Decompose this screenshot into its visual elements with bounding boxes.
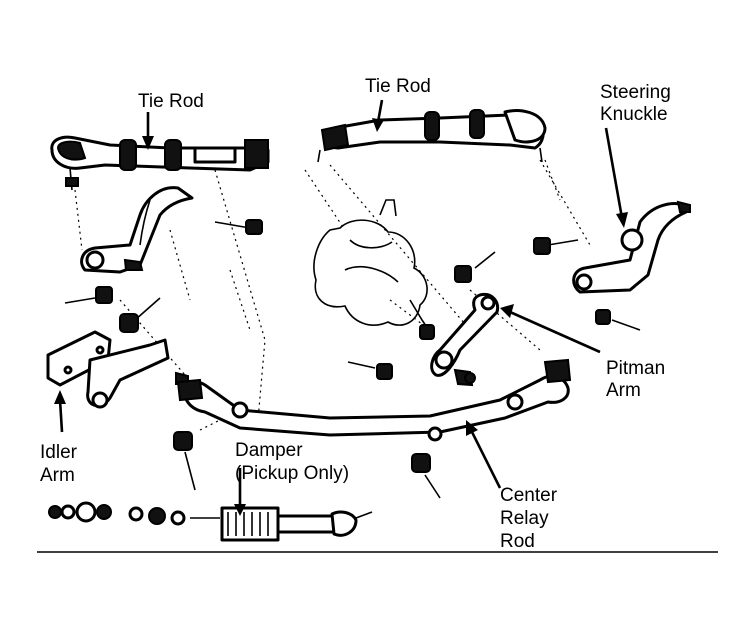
idler-arm [46, 330, 189, 409]
steering-knuckle-left [80, 186, 194, 274]
damper [190, 506, 373, 542]
label-damper-line1: Damper [235, 440, 303, 461]
label-steering-knuckle-line1: Steering [600, 82, 671, 103]
hardware-washers-bottom [48, 501, 186, 526]
label-center-relay-rod-line3: Rod [500, 531, 535, 552]
tie-rod-right [317, 109, 547, 163]
label-idler-arm-line1: Idler [40, 442, 78, 463]
hardware-bolts-nuts [64, 219, 641, 499]
label-tie-rod-left: Tie Rod [138, 91, 204, 112]
pitman-arm [430, 292, 500, 387]
callout-arrows [54, 99, 628, 516]
center-relay-rod [176, 358, 572, 442]
label-pitman-arm-line2: Arm [606, 380, 641, 401]
label-tie-rod-right: Tie Rod [365, 76, 431, 97]
label-center-relay-rod-line2: Relay [500, 508, 549, 529]
part-labels: Tie Rod Tie Rod Steering Knuckle Pitman … [40, 76, 671, 552]
label-steering-knuckle-line2: Knuckle [600, 104, 668, 125]
steering-knuckle-right [572, 200, 691, 294]
label-pitman-arm-line1: Pitman [606, 358, 665, 379]
label-idler-arm-line2: Arm [40, 465, 75, 486]
steering-gear-box [313, 199, 435, 340]
label-center-relay-rod-line1: Center [500, 485, 558, 506]
tie-rod-left [50, 135, 270, 191]
label-damper-line2: (Pickup Only) [235, 463, 349, 484]
